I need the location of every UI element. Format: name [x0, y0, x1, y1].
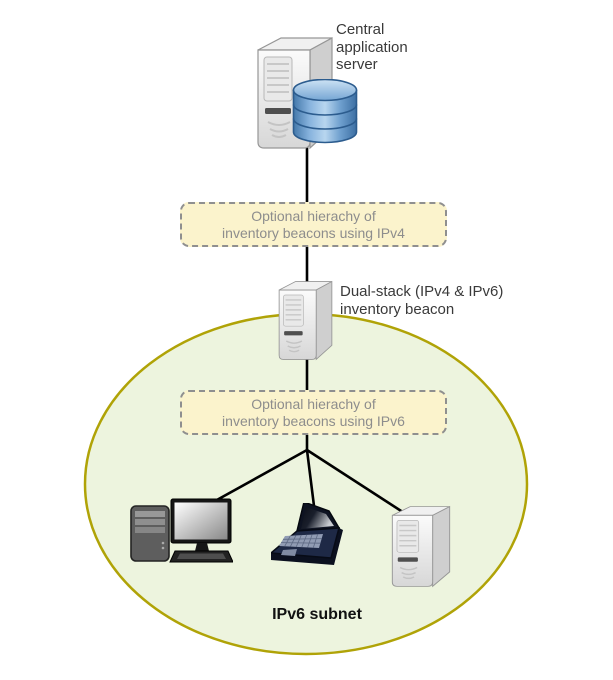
label-line: Dual-stack (IPv4 & IPv6): [340, 283, 504, 300]
label-line: Optional hierachy of: [251, 207, 376, 224]
line-branch-to-laptop: [305, 449, 317, 515]
desktop-computer-icon: [130, 498, 233, 563]
ipv4-hierarchy-box: Optional hierachy of inventory beacons u…: [180, 202, 447, 247]
central-server-label: Central application server: [336, 21, 408, 74]
label-line: Central: [336, 21, 385, 38]
beacon-server-icon: [278, 280, 333, 361]
laptop-icon: [271, 503, 343, 565]
label-line: application: [336, 38, 408, 56]
connector-lines: [205, 140, 413, 520]
ipv6-hierarchy-box: Optional hierachy of inventory beacons u…: [180, 390, 447, 435]
label-line: inventory beacon: [340, 300, 455, 318]
label-line: server: [336, 56, 378, 73]
subnet-server-icon: [391, 505, 451, 588]
database-icon: [292, 79, 358, 144]
ipv4-hierarchy-label: Optional hierachy of inventory beacons u…: [222, 208, 405, 242]
line-branch-to-desktop: [205, 448, 308, 508]
ipv6-subnet-label: IPv6 subnet: [272, 606, 362, 623]
beacon-label: Dual-stack (IPv4 & IPv6) inventory beaco…: [340, 283, 503, 318]
label-line: inventory beacons using IPv4: [222, 224, 405, 241]
label-line: Optional hierachy of: [251, 395, 376, 412]
line-branch-to-server: [306, 448, 413, 520]
label-line: inventory beacons using IPv6: [222, 412, 405, 429]
ipv6-hierarchy-label: Optional hierachy of inventory beacons u…: [222, 396, 405, 430]
